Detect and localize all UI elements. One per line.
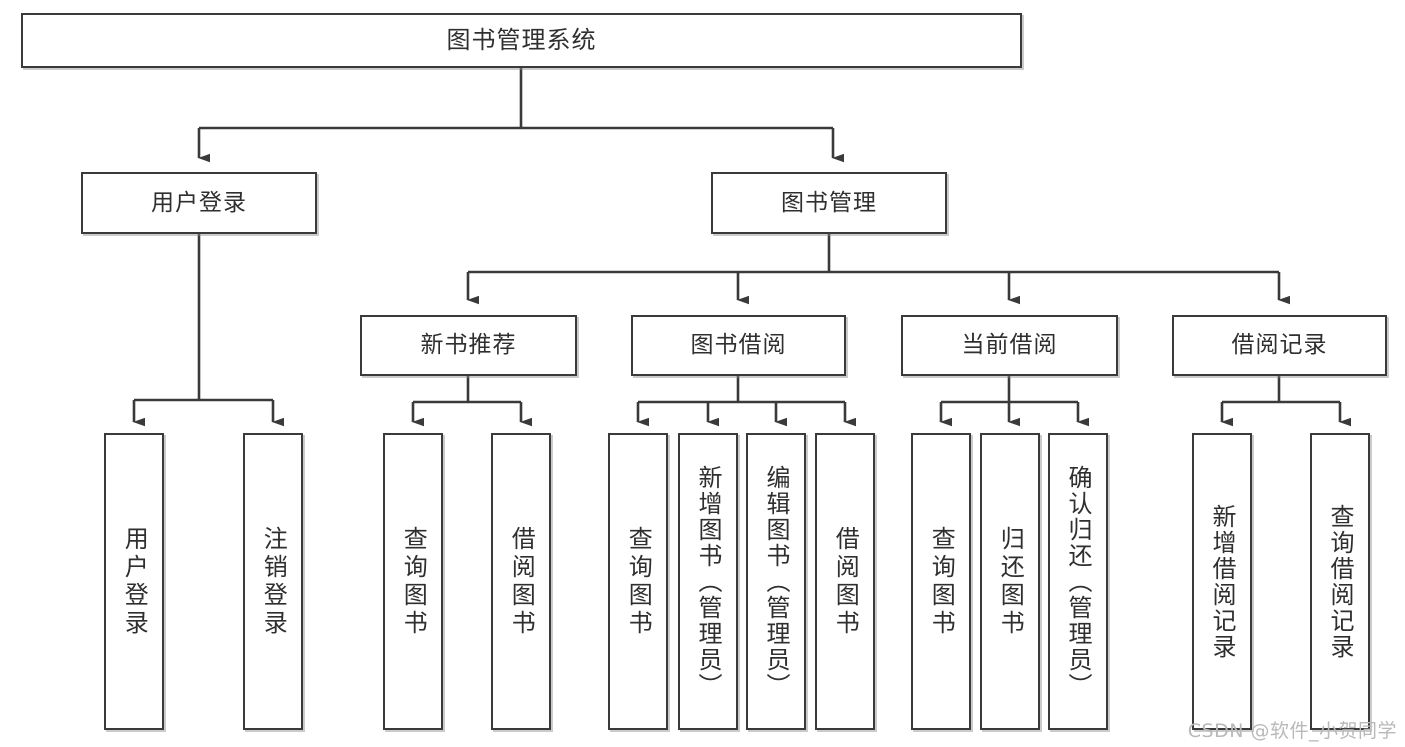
leaf-query-book-3[interactable]: 查询图书 (911, 433, 971, 730)
leaf-user-logout-label: 注销登录 (259, 525, 288, 638)
node-new-book-recommend[interactable]: 新书推荐 (360, 315, 577, 376)
node-borrow-record-label: 借阅记录 (1231, 332, 1328, 359)
node-current-borrow[interactable]: 当前借阅 (901, 315, 1118, 376)
leaf-query-book-1[interactable]: 查询图书 (383, 433, 443, 730)
leaf-add-record-label: 新增借阅记录 (1208, 503, 1236, 660)
leaf-return-book[interactable]: 归还图书 (980, 433, 1040, 730)
leaf-borrow-book-1[interactable]: 借阅图书 (491, 433, 551, 730)
node-book-borrow[interactable]: 图书借阅 (631, 315, 846, 376)
leaf-query-book-2[interactable]: 查询图书 (608, 433, 668, 730)
node-root-label: 图书管理系统 (446, 25, 597, 54)
leaf-return-book-label: 归还图书 (996, 525, 1025, 638)
leaf-edit-book-label: 编辑图书（管理员） (762, 464, 790, 699)
leaf-borrow-book-1-label: 借阅图书 (507, 525, 536, 638)
leaf-user-login[interactable]: 用户登录 (104, 433, 164, 730)
node-user-login-label: 用户登录 (151, 189, 247, 216)
leaf-user-login-label: 用户登录 (120, 525, 149, 638)
leaf-query-record[interactable]: 查询借阅记录 (1310, 433, 1370, 730)
leaf-query-record-label: 查询借阅记录 (1326, 503, 1354, 660)
leaf-add-book-label: 新增图书（管理员） (694, 464, 722, 699)
node-root[interactable]: 图书管理系统 (21, 13, 1022, 68)
node-new-book-recommend-label: 新书推荐 (420, 332, 517, 359)
leaf-borrow-book-2-label: 借阅图书 (831, 525, 860, 638)
leaf-query-book-2-label: 查询图书 (624, 525, 653, 638)
leaf-query-book-3-label: 查询图书 (927, 525, 956, 638)
leaf-borrow-book-2[interactable]: 借阅图书 (815, 433, 875, 730)
node-borrow-record[interactable]: 借阅记录 (1172, 315, 1387, 376)
leaf-user-logout[interactable]: 注销登录 (243, 433, 303, 730)
leaf-edit-book[interactable]: 编辑图书（管理员） (746, 433, 806, 730)
node-current-borrow-label: 当前借阅 (961, 332, 1058, 359)
node-book-management[interactable]: 图书管理 (711, 172, 947, 234)
leaf-add-record[interactable]: 新增借阅记录 (1192, 433, 1252, 730)
leaf-query-book-1-label: 查询图书 (399, 525, 428, 638)
node-book-management-label: 图书管理 (781, 189, 877, 216)
node-book-borrow-label: 图书借阅 (690, 332, 787, 359)
leaf-add-book[interactable]: 新增图书（管理员） (678, 433, 738, 730)
csdn-watermark: CSDN @软件_小贺同学 (1187, 720, 1397, 742)
leaf-confirm-return-label: 确认归还（管理员） (1064, 464, 1092, 699)
node-user-login[interactable]: 用户登录 (81, 172, 317, 234)
leaf-confirm-return[interactable]: 确认归还（管理员） (1048, 433, 1108, 730)
